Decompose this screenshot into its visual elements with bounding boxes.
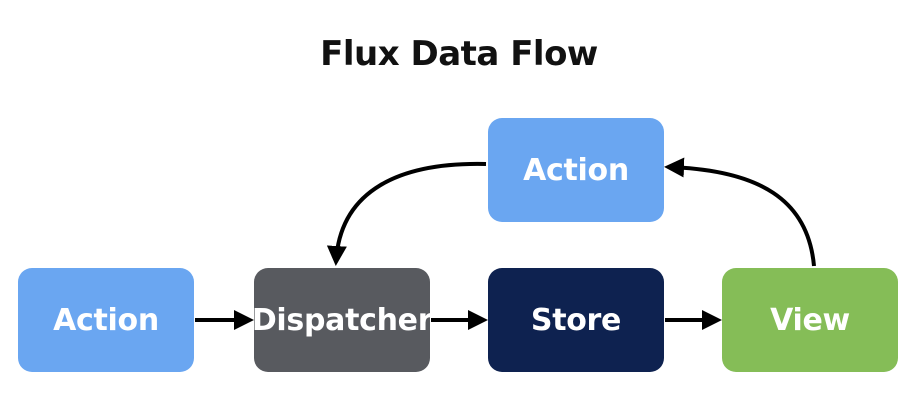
- node-dispatcher: Dispatcher: [252, 268, 433, 372]
- edge-view-to-action: [664, 157, 816, 267]
- node-store: Store: [488, 268, 664, 372]
- diagram-title: Flux Data Flow: [320, 34, 598, 74]
- edge-action-to-dispatcher-loop: [326, 161, 487, 266]
- node-action-top: Action: [488, 118, 664, 222]
- node-view: View: [722, 268, 898, 372]
- node-action-left: Action: [18, 268, 194, 372]
